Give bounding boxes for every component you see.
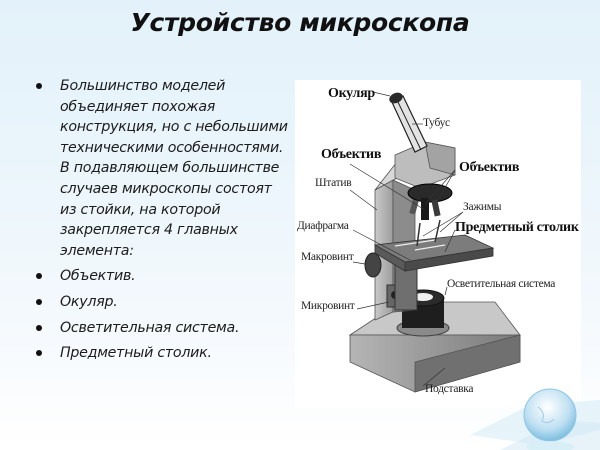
bullet-text: Предметный столик. [60, 345, 212, 362]
bullet-item: Предметный столик. [36, 343, 292, 364]
bullet-item: Окуляр. [36, 292, 292, 313]
slide-title: Устройство микроскопа [130, 8, 470, 37]
globe-icon [470, 385, 600, 450]
bullet-list: Большинство моделей объединяет похожая к… [36, 76, 292, 369]
label-fine-focus: Микровинт [301, 300, 355, 312]
label-eyepiece: Окуляр [328, 86, 375, 101]
bullet-icon [36, 83, 42, 89]
bullet-icon [36, 350, 42, 357]
bullet-item: Объектив. [36, 266, 292, 287]
bullet-icon [36, 273, 42, 280]
bullet-text: Осветительная система. [60, 319, 240, 336]
bullet-text: Большинство моделей объединяет похожая к… [60, 78, 288, 259]
label-stand: Штатив [315, 177, 352, 189]
microscope-diagram: Окуляр Тубус Объектив Объектив Штатив За… [295, 80, 581, 408]
bullet-item: Осветительная система. [36, 318, 292, 339]
bullet-text: Объектив. [60, 268, 136, 285]
bullet-icon [36, 324, 42, 331]
label-illumination: Осветительная система [447, 278, 556, 290]
label-tube: Тубус [423, 117, 450, 129]
microscope-icon [348, 91, 521, 393]
bullet-icon [36, 298, 42, 305]
label-objective-left: Объектив [321, 147, 382, 162]
label-base: Подставка [425, 383, 474, 395]
label-objective-right: Объектив [459, 160, 520, 175]
label-diaphragm: Диафрагма [297, 220, 349, 232]
label-clamps: Зажимы [463, 201, 502, 213]
bullet-text: Окуляр. [60, 293, 118, 310]
label-stage: Предметный столик [455, 220, 579, 235]
bullet-item: Большинство моделей объединяет похожая к… [36, 76, 292, 261]
label-coarse-focus: Макровинт [301, 251, 354, 263]
